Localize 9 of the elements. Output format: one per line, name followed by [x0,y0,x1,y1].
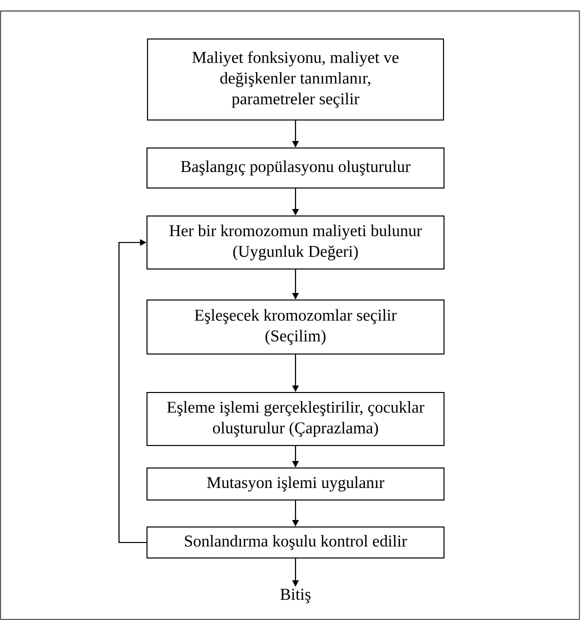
process-box: Başlangıç popülasyonu oluşturulur [146,148,444,188]
process-box: Eşleme işlemi gerçekleştirilir, çocuklar oluşturulur (Çaprazlama) [146,392,444,446]
process-box: Eşleşecek kromozomlar seçilir (Seçilim) [146,300,444,354]
process-box: Maliyet fonksiyonu, maliyet ve değişkenler tanımlanır, parametreler seçilir [147,38,444,120]
process-box: Her bir kromozomun maliyeti bulunur (Uygunluk Değeri) [146,216,444,270]
end-label: Bitiş [280,588,310,604]
arrow [118,239,146,544]
process-box: Mutasyon işlemi uygulanır [146,468,444,500]
process-box: Sonlandırma koşulu kontrol edilir [146,526,444,558]
